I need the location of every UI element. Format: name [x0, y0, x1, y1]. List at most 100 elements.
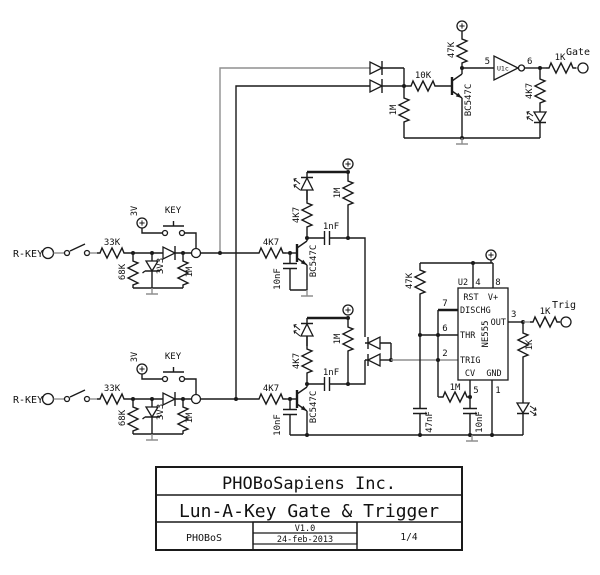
- timer-section: U2 4 8 RST V+ NE555 7 DISCHG 6 THR 2 TRI…: [290, 249, 576, 442]
- c47nf-label: 47nF: [425, 411, 435, 433]
- transistor-q1-label: BC547C: [464, 84, 474, 117]
- transistor-q2: BC547C: [295, 238, 319, 290]
- key1-switch: [63, 243, 91, 257]
- key1-button-label: KEY: [165, 206, 182, 216]
- pin-7-label: 7: [442, 299, 447, 309]
- key1-section: R-KEY 33K 68K 3V3 1: [13, 206, 256, 295]
- led-trig: [515, 402, 537, 435]
- pulse2-resistor-4k7-led: 4K7: [292, 336, 313, 384]
- resistor-10k-label: 10K: [415, 71, 432, 81]
- key2-supply-icon: [136, 363, 148, 375]
- r1k-led-label: 1K: [525, 339, 535, 350]
- cap-47nf: 47nF: [413, 407, 435, 435]
- pulse1-resistor-4k7: 4K7: [255, 238, 287, 259]
- ground-icon: [146, 434, 158, 441]
- resistor-10k-base: 10K: [404, 71, 452, 92]
- led-gate: [526, 111, 548, 138]
- key2-pushbutton: KEY: [161, 352, 186, 383]
- gnd-label: GND: [486, 369, 501, 379]
- sheet-number: 1/4: [400, 532, 417, 543]
- supply-icon: [456, 20, 468, 32]
- key1-supply-label: 3V: [130, 206, 140, 216]
- key2-r68k-label: 68K: [118, 409, 128, 426]
- resistor-4k7-led-label: 4K7: [525, 83, 535, 99]
- key1-resistor-33k: 33K: [96, 238, 128, 259]
- diode-gate-a: [369, 60, 404, 76]
- key2-resistor-1m: 1M: [177, 399, 195, 435]
- pin-8-label: 8: [495, 278, 500, 288]
- trig-connector: [560, 316, 572, 328]
- schematic-title: Lun-A-Key Gate & Trigger: [179, 501, 439, 522]
- date-label: 24-feb-2013: [277, 535, 333, 545]
- key1-junction-connector: [190, 247, 202, 259]
- pulse1-supply-icon: [342, 158, 354, 170]
- pulse1-r4k7-label: 4K7: [263, 238, 279, 248]
- trig-diode-upper: [365, 335, 392, 360]
- diode-gate-b: [369, 78, 404, 94]
- title-block: PHOBoSapiens Inc. Lun-A-Key Gate & Trigg…: [155, 466, 463, 551]
- key2-supply-label: 3V: [130, 352, 140, 362]
- pin-6-label: 6: [442, 324, 447, 334]
- company-name: PHOBoSapiens Inc.: [222, 474, 396, 494]
- pin-3-label: 3: [511, 310, 516, 320]
- author-name: PHOBoS: [186, 533, 222, 544]
- inverter-pin-out: 6: [527, 57, 532, 67]
- resistor-1k-led: 1K: [517, 322, 535, 403]
- r47k-timing-label: 47K: [405, 272, 415, 289]
- pulse1-led: [293, 172, 315, 200]
- resistor-1m-pulldown: 1M: [389, 94, 410, 138]
- inverter-ref-label: U1c: [497, 65, 509, 73]
- key1-zener-label: 3V3: [156, 258, 166, 274]
- version-label: V1.0: [295, 524, 315, 534]
- gate-connector: [577, 62, 589, 74]
- key2-zener-label: 3V3: [156, 404, 166, 420]
- key2-series-diode: [162, 391, 177, 407]
- pulse2-led: [293, 318, 315, 346]
- pulse2-resistor-4k7: 4K7: [255, 384, 287, 405]
- ne555-body: [457, 287, 509, 381]
- pulse2-supply-icon: [342, 304, 354, 316]
- dischg-label: DISCHG: [460, 306, 491, 316]
- key1-resistor-1m: 1M: [177, 253, 195, 289]
- resistor-1k-gate-label: 1K: [555, 53, 566, 63]
- bus-wires: [218, 67, 370, 401]
- transistor-q2-label: BC547C: [309, 245, 319, 278]
- pulse1-resistor-1m: 1M: [333, 172, 354, 238]
- resistor-47k-label: 47K: [447, 41, 457, 58]
- ground-icon: [466, 435, 478, 442]
- gate-output-label: Gate: [566, 47, 590, 58]
- key2-input-connector: [41, 392, 55, 406]
- key1-input-label: R-KEY: [13, 249, 43, 260]
- out-label: OUT: [491, 318, 506, 328]
- inverter-u1c: U1c 5 6: [485, 54, 540, 82]
- pulse2-r4k7led-label: 4K7: [292, 353, 302, 369]
- wire-key1-to-gate: [219, 67, 370, 253]
- pulse1-resistor-4k7-led: 4K7: [292, 190, 313, 238]
- pulse1-c10nf-label: 10nF: [273, 268, 283, 290]
- key1-resistor-68k: 68K: [118, 253, 139, 289]
- rst-label: RST: [463, 293, 478, 303]
- pulse1-r4k7led-label: 4K7: [292, 207, 302, 223]
- ground-icon: [146, 288, 158, 295]
- inverter-pin-in: 5: [485, 57, 490, 67]
- pulse2-section: 4K7 10nF BC547C 4K7 1M: [255, 304, 366, 436]
- pin-1-label: 1: [495, 386, 500, 396]
- transistor-q3-label: BC547C: [309, 391, 319, 424]
- pulse2-r4k7-label: 4K7: [263, 384, 279, 394]
- resistor-1m-cv: 1M: [438, 383, 471, 403]
- cv-label: CV: [465, 369, 475, 379]
- key2-section: R-KEY 33K 68K 3V3 1: [13, 352, 256, 441]
- pulse2-cap-10nf: 10nF: [273, 399, 297, 436]
- trig-output-label: Trig: [552, 300, 576, 311]
- trig-diode-lower: [365, 352, 391, 368]
- ground-icon: [456, 138, 468, 145]
- cap-10nf-cv: 10nF: [463, 407, 485, 435]
- key1-r33k-label: 33K: [104, 238, 121, 248]
- resistor-4k7-led: 4K7: [525, 68, 546, 112]
- resistor-1m-label: 1M: [389, 104, 399, 115]
- pulse2-resistor-1m: 1M: [333, 318, 354, 384]
- key2-zener-3v3: 3V3: [142, 399, 166, 434]
- pulse2-c10nf-label: 10nF: [273, 414, 283, 436]
- key1-pushbutton: KEY: [161, 206, 186, 237]
